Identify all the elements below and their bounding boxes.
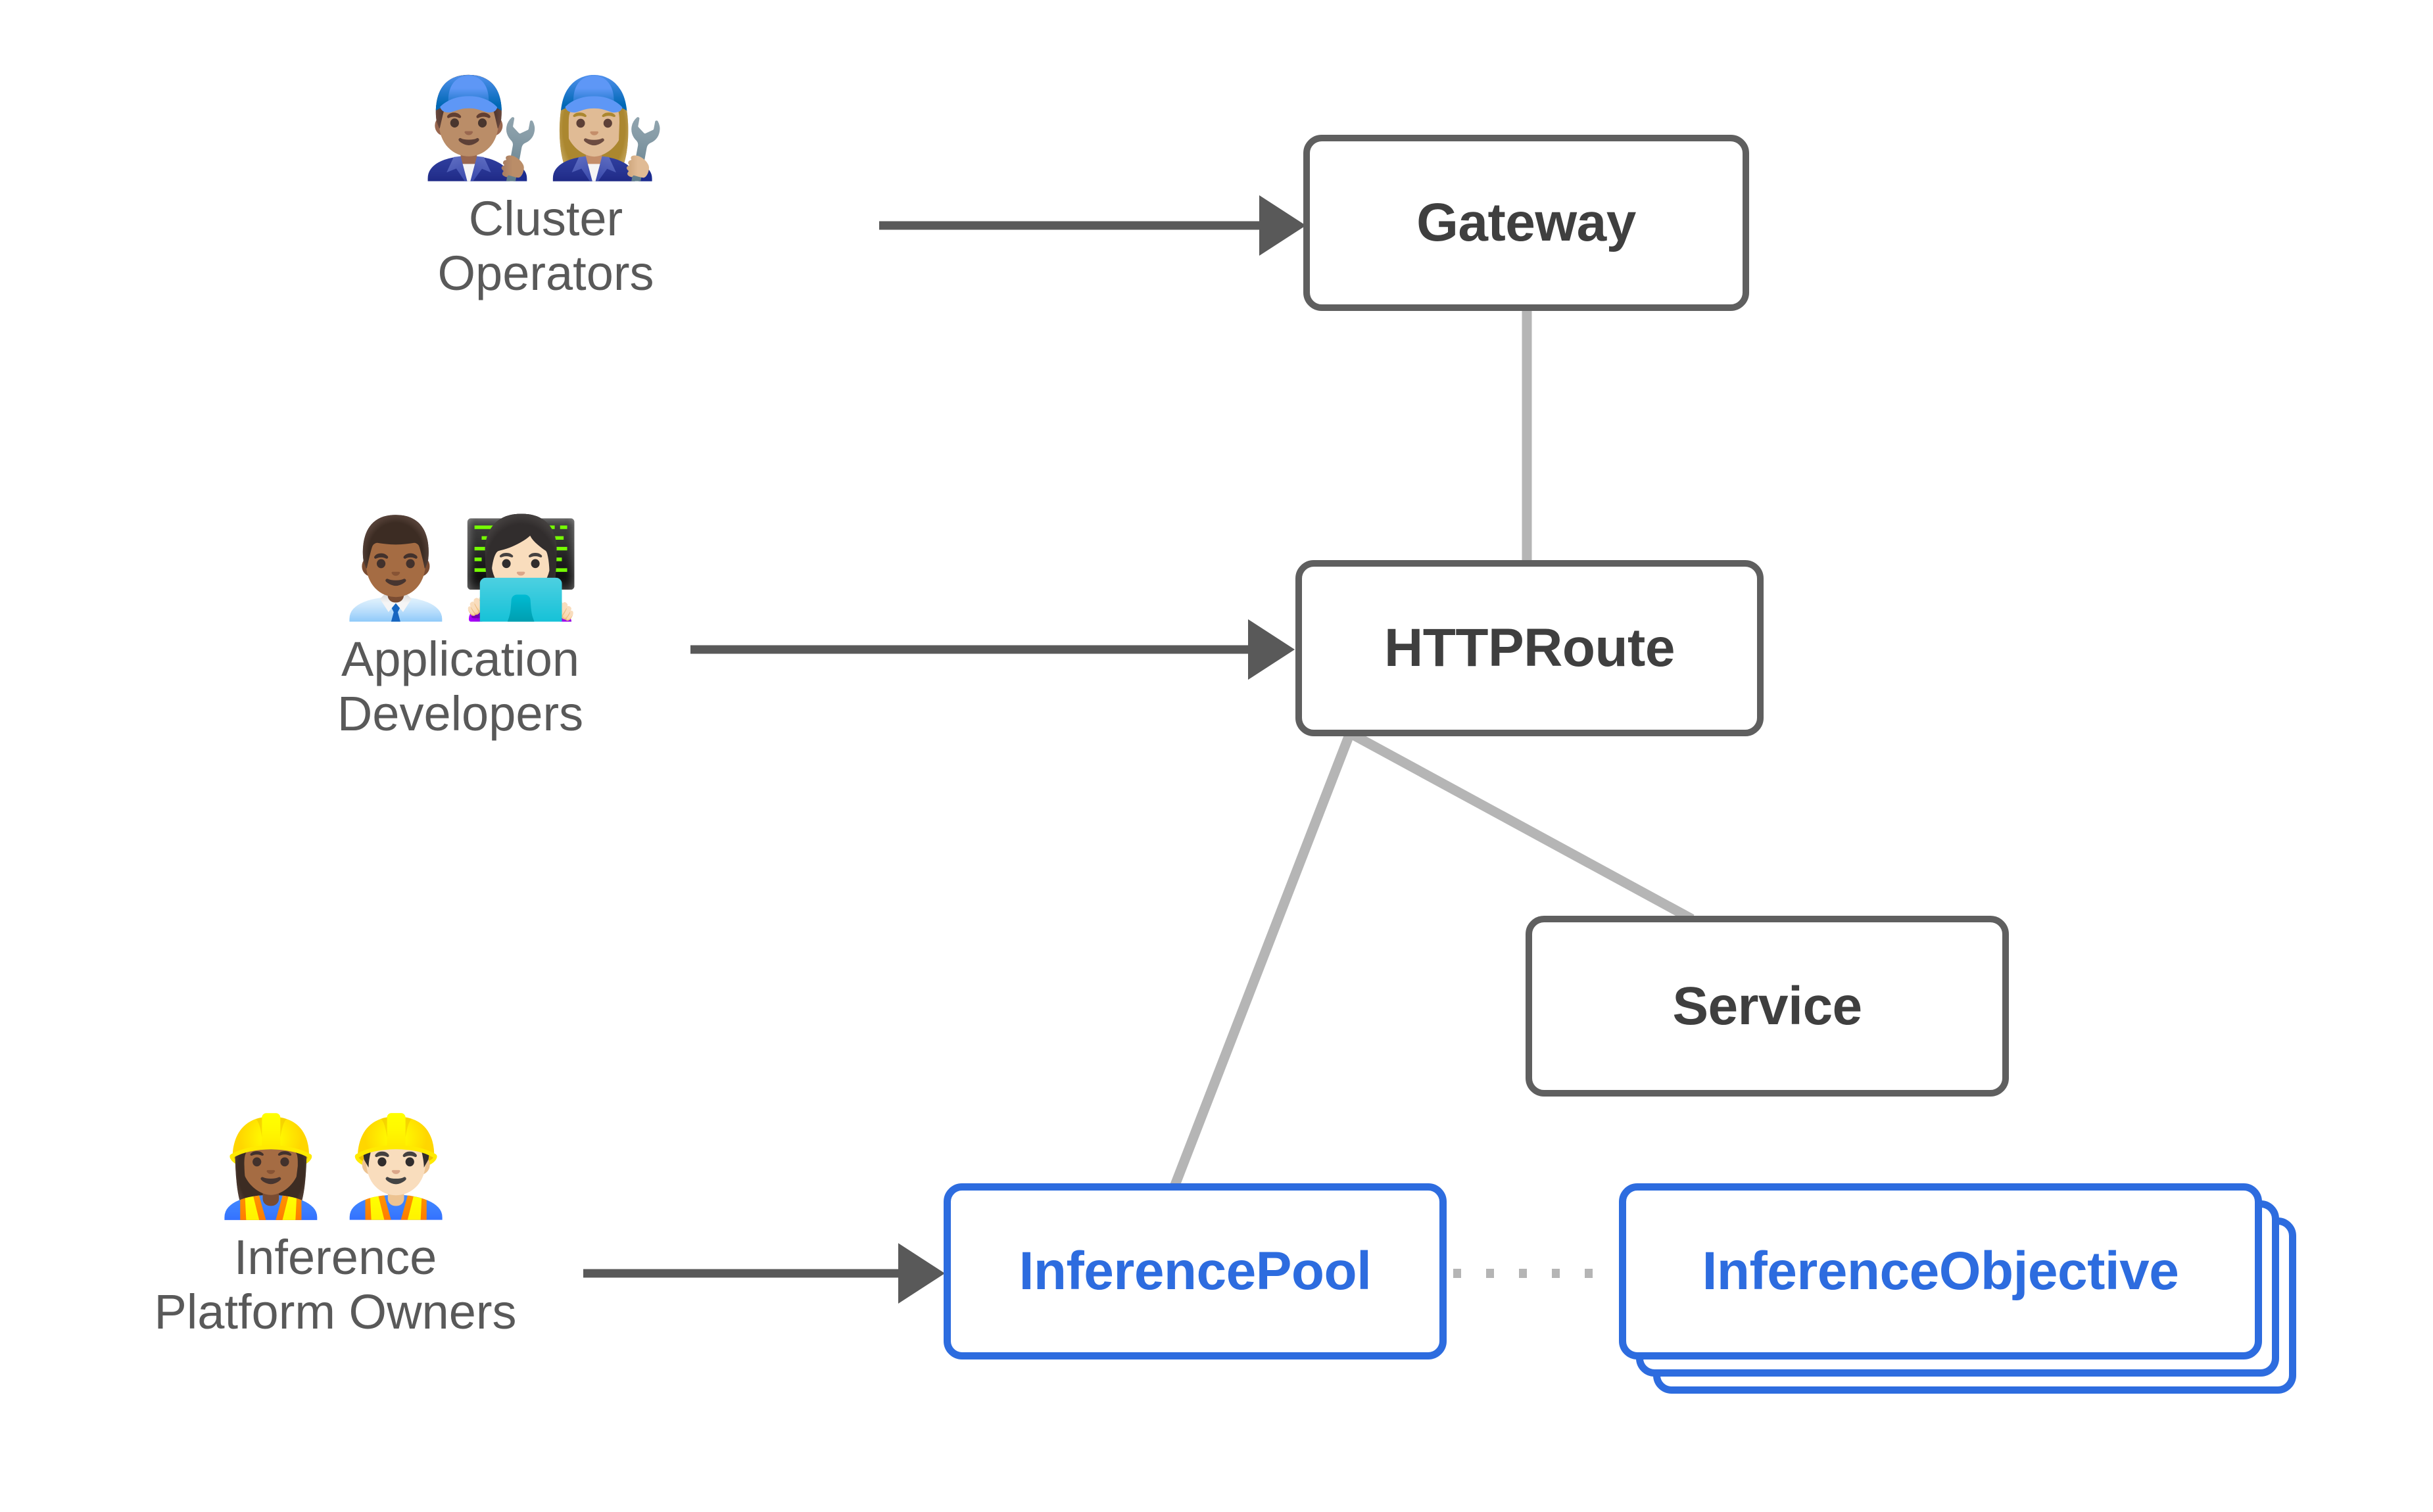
persona-cluster-operators: 👨🏽‍🔧👩🏼‍🔧 Cluster Operators bbox=[349, 79, 743, 301]
persona-inference-platform-owners: 👷🏾‍♀️👷🏻‍♂️ Inference Platform Owners bbox=[92, 1118, 579, 1340]
arrow-head bbox=[1248, 619, 1295, 680]
arrow-head bbox=[898, 1243, 945, 1304]
mechanic-pair-emoji: 👨🏽‍🔧👩🏼‍🔧 bbox=[420, 71, 671, 184]
node-gateway[interactable]: Gateway bbox=[1303, 135, 1749, 311]
node-label-inferenceobjective: InferenceObjective bbox=[1702, 1241, 2179, 1301]
persona-application-developers: 👨🏾‍💼👩🏻‍💻 Application Developers bbox=[263, 519, 658, 742]
persona-label-application-developers: Application Developers bbox=[337, 632, 584, 741]
node-httproute[interactable]: HTTPRoute bbox=[1295, 560, 1764, 736]
node-label-inferencepool: InferencePool bbox=[1019, 1241, 1372, 1301]
edge-developers-to-httproute bbox=[690, 619, 1295, 680]
construction-worker-pair-emoji: 👷🏾‍♀️👷🏻‍♂️ bbox=[210, 1110, 461, 1223]
persona-label-inference-platform-owners: Inference Platform Owners bbox=[154, 1230, 517, 1339]
node-inferenceobjective[interactable]: InferenceObjective bbox=[1619, 1183, 2262, 1359]
node-label-httproute: HTTPRoute bbox=[1384, 618, 1675, 678]
node-label-gateway: Gateway bbox=[1416, 193, 1636, 252]
edge-owners-to-inferencepool bbox=[583, 1243, 945, 1304]
node-label-service: Service bbox=[1672, 976, 1862, 1036]
node-inferenceobjective-stack[interactable]: InferenceObjective bbox=[1619, 1183, 2303, 1400]
arrow-head bbox=[1259, 195, 1306, 256]
edge-httproute-to-service bbox=[1351, 730, 1695, 924]
node-inferencepool[interactable]: InferencePool bbox=[944, 1183, 1447, 1359]
edge-operators-to-gateway bbox=[879, 195, 1306, 256]
node-service[interactable]: Service bbox=[1526, 916, 2009, 1097]
edge-httproute-to-inferencepool bbox=[1170, 733, 1354, 1189]
office-worker-and-technologist-emoji: 👨🏾‍💼👩🏻‍💻 bbox=[335, 511, 586, 625]
persona-label-cluster-operators: Cluster Operators bbox=[437, 191, 654, 300]
